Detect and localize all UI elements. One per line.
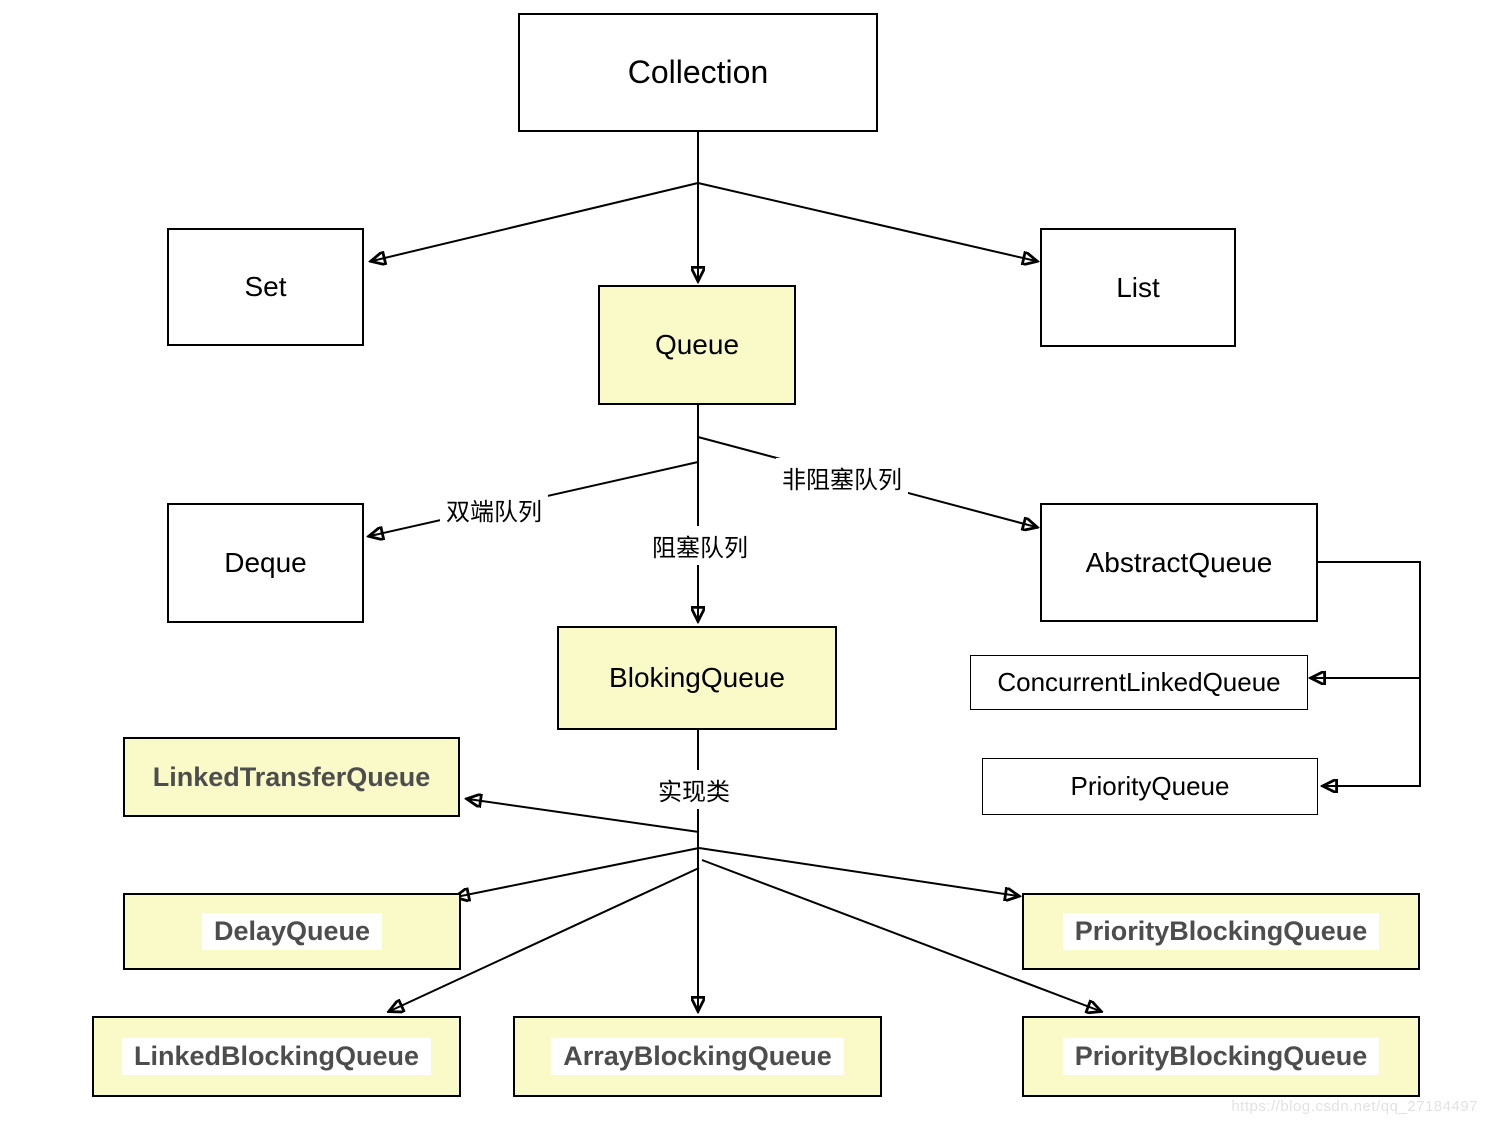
node-priorityqueue: PriorityQueue xyxy=(982,758,1318,815)
node-delayqueue: DelayQueue xyxy=(123,893,461,970)
watermark-url: https://blog.csdn.net/qq_27184497 xyxy=(1231,1098,1478,1115)
node-abstractqueue: AbstractQueue xyxy=(1040,503,1318,622)
node-linkedtransferqueue-label: LinkedTransferQueue xyxy=(152,761,431,792)
node-delayqueue-label: DelayQueue xyxy=(201,913,383,950)
edge-label-implementation: 实现类 xyxy=(652,770,736,809)
node-priorityqueue-label: PriorityQueue xyxy=(1070,771,1230,801)
node-linkedtransferqueue: LinkedTransferQueue xyxy=(123,737,460,817)
node-collection: Collection xyxy=(518,13,878,132)
node-list: List xyxy=(1040,228,1236,347)
edge-blokingqueue-priorityblockingqueue-mid xyxy=(698,847,1018,896)
node-deque: Deque xyxy=(167,503,364,623)
node-concurrentlinkedqueue: ConcurrentLinkedQueue xyxy=(970,655,1308,710)
node-set: Set xyxy=(167,228,364,346)
node-arrayblockingqueue-label: ArrayBlockingQueue xyxy=(551,1038,844,1075)
node-blokingqueue-label: BlokingQueue xyxy=(609,662,785,693)
node-queue: Queue xyxy=(598,285,796,405)
node-priorityblockingqueue-bottom-label: PriorityBlockingQueue xyxy=(1062,1038,1380,1075)
node-deque-label: Deque xyxy=(224,547,307,578)
node-abstractqueue-label: AbstractQueue xyxy=(1085,546,1273,578)
edge-blokingqueue-delayqueue xyxy=(456,847,700,897)
edge-label-deque-branch: 双端队列 xyxy=(440,490,548,529)
node-priorityblockingqueue-mid-label: PriorityBlockingQueue xyxy=(1062,913,1380,950)
node-priorityblockingqueue-bottom: PriorityBlockingQueue xyxy=(1022,1016,1420,1097)
edge-abstractqueue-priorityqueue xyxy=(1318,561,1421,786)
node-concurrentlinkedqueue-label: ConcurrentLinkedQueue xyxy=(997,667,1281,697)
node-blokingqueue: BlokingQueue xyxy=(557,626,837,730)
node-linkedblockingqueue: LinkedBlockingQueue xyxy=(92,1016,461,1097)
edge-collection-list xyxy=(697,182,1036,261)
edge-blokingqueue-linkedblockingqueue xyxy=(390,867,700,1011)
node-linkedblockingqueue-label: LinkedBlockingQueue xyxy=(121,1038,432,1075)
node-set-label: Set xyxy=(244,271,287,302)
node-queue-label: Queue xyxy=(654,329,740,360)
node-priorityblockingqueue-mid: PriorityBlockingQueue xyxy=(1022,893,1420,970)
edge-label-blocking-branch: 阻塞队列 xyxy=(646,526,754,565)
node-collection-label: Collection xyxy=(627,54,769,90)
edge-blokingqueue-priorityblockingqueue-bottom xyxy=(701,859,1100,1011)
edge-label-non-blocking-branch: 非阻塞队列 xyxy=(776,458,908,497)
node-list-label: List xyxy=(1116,271,1160,303)
edge-collection-set xyxy=(372,182,699,261)
edge-blokingqueue-linkedtransferqueue xyxy=(468,799,700,833)
node-arrayblockingqueue: ArrayBlockingQueue xyxy=(513,1016,882,1097)
